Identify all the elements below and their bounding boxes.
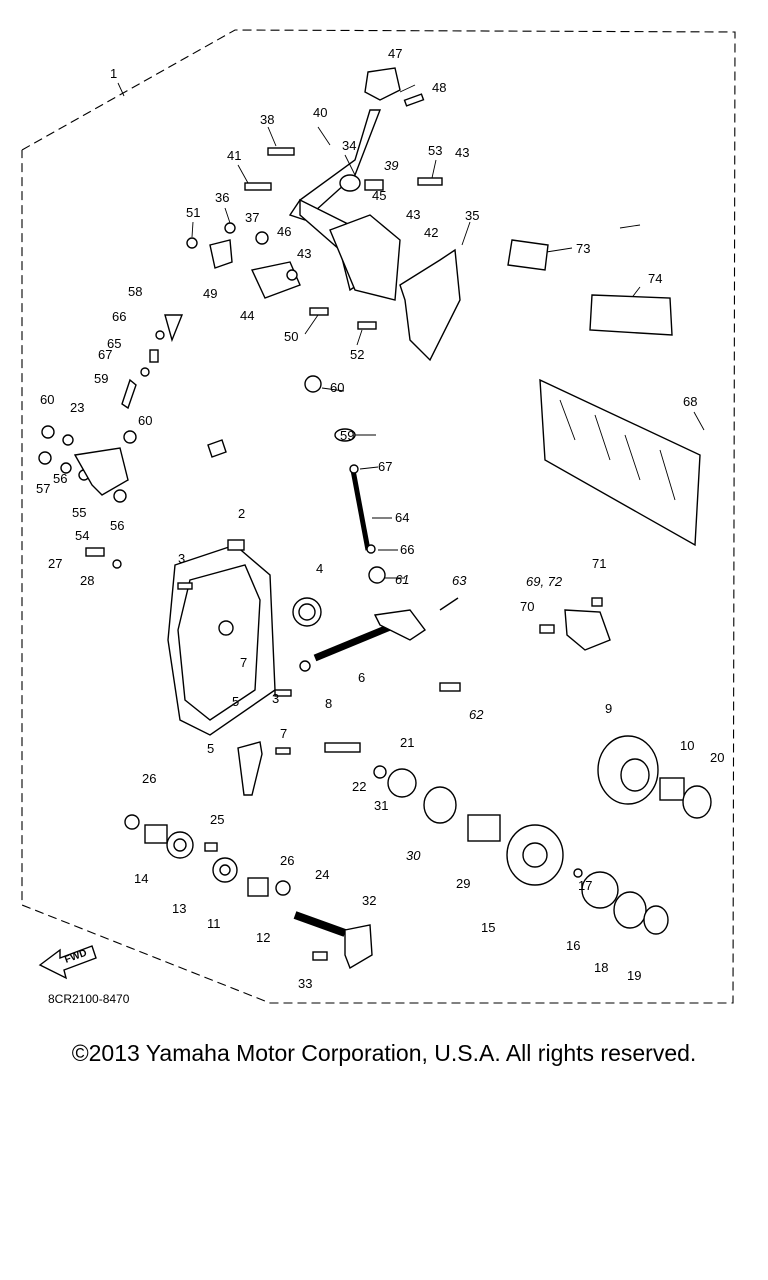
callout-28: 28 xyxy=(80,573,94,588)
callout-25: 25 xyxy=(210,812,224,827)
callout-74: 74 xyxy=(648,271,662,286)
callout-9: 9 xyxy=(605,701,612,716)
callout-3: 3 xyxy=(272,691,279,706)
callout-42: 42 xyxy=(424,225,438,240)
callout-63: 63 xyxy=(452,573,467,588)
callout-41: 41 xyxy=(227,148,241,163)
diagram-frame xyxy=(21,29,736,1004)
callout-66: 66 xyxy=(400,542,414,557)
callout-45: 45 xyxy=(372,188,386,203)
callout-68: 68 xyxy=(683,394,697,409)
drive-parts xyxy=(124,439,712,970)
callout-66: 66 xyxy=(112,309,126,324)
callout-1: 1 xyxy=(110,66,117,81)
callout-53: 53 xyxy=(428,143,442,158)
callout-26: 26 xyxy=(280,853,294,868)
callout-18: 18 xyxy=(594,960,608,975)
callout-54: 54 xyxy=(75,528,89,543)
callout-39: 39 xyxy=(384,158,398,173)
shift-lever-assembly xyxy=(186,67,461,393)
callout-10: 10 xyxy=(680,738,694,753)
parts-diagram: FWD 123345567789101112131415161718192021… xyxy=(21,29,736,1006)
callout-7: 7 xyxy=(240,655,247,670)
callout-57: 57 xyxy=(36,481,50,496)
callout-43: 43 xyxy=(455,145,469,160)
callout-5: 5 xyxy=(232,694,239,709)
callout-27: 27 xyxy=(48,556,62,571)
callout-11: 11 xyxy=(207,916,221,931)
callout-61: 61 xyxy=(395,572,409,587)
diagram-code: 8CR2100-8470 xyxy=(48,992,130,1006)
callout-71: 71 xyxy=(592,556,606,571)
callout-56: 56 xyxy=(53,471,67,486)
callout-19: 19 xyxy=(627,968,641,983)
callout-5: 5 xyxy=(207,741,214,756)
callout-46: 46 xyxy=(277,224,291,239)
callout-59: 59 xyxy=(94,371,108,386)
callout-13: 13 xyxy=(172,901,186,916)
callout-59: 59 xyxy=(340,428,354,443)
callout-3: 3 xyxy=(178,551,185,566)
callout-44: 44 xyxy=(240,308,254,323)
callout-51: 51 xyxy=(186,205,200,220)
callout-6: 6 xyxy=(358,670,365,685)
callout-60: 60 xyxy=(330,380,344,395)
callout-70: 70 xyxy=(520,599,534,614)
callout-2: 2 xyxy=(238,506,245,521)
callout-40: 40 xyxy=(313,105,327,120)
callout-62: 62 xyxy=(469,707,484,722)
decals xyxy=(507,239,701,547)
fwd-arrow-icon: FWD xyxy=(38,945,97,980)
left-side-parts xyxy=(38,314,184,569)
callout-58: 58 xyxy=(128,284,142,299)
callout-67: 67 xyxy=(98,347,112,362)
callout-69-72: 69, 72 xyxy=(526,574,563,589)
callout-52: 52 xyxy=(350,347,364,362)
callout-38: 38 xyxy=(260,112,274,127)
copyright-notice: ©2013 Yamaha Motor Corporation, U.S.A. A… xyxy=(71,1040,697,1066)
callout-29: 29 xyxy=(456,876,470,891)
callout-17: 17 xyxy=(578,878,592,893)
callout-60: 60 xyxy=(40,392,54,407)
callout-30: 30 xyxy=(406,848,421,863)
callout-35: 35 xyxy=(465,208,479,223)
callout-34: 34 xyxy=(342,138,356,153)
callout-32: 32 xyxy=(362,893,376,908)
callout-37: 37 xyxy=(245,210,259,225)
callout-36: 36 xyxy=(215,190,229,205)
callout-55: 55 xyxy=(72,505,86,520)
callout-15: 15 xyxy=(481,920,495,935)
callout-20: 20 xyxy=(710,750,724,765)
callout-65: 65 xyxy=(107,336,121,351)
callout-43: 43 xyxy=(297,246,311,261)
callout-47: 47 xyxy=(388,46,402,61)
callout-33: 33 xyxy=(298,976,312,991)
callout-56: 56 xyxy=(110,518,124,533)
callout-43: 43 xyxy=(406,207,420,222)
callout-12: 12 xyxy=(256,930,270,945)
callout-31: 31 xyxy=(374,798,388,813)
callout-73: 73 xyxy=(576,241,590,256)
gear-case-cover xyxy=(167,539,322,796)
callout-26: 26 xyxy=(142,771,156,786)
callout-8: 8 xyxy=(325,696,332,711)
callout-4: 4 xyxy=(316,561,323,576)
callout-49: 49 xyxy=(203,286,217,301)
callout-7: 7 xyxy=(280,726,287,741)
callout-50: 50 xyxy=(284,329,298,344)
shift-rod-linkage xyxy=(313,428,461,692)
callout-22: 22 xyxy=(352,779,366,794)
callout-23: 23 xyxy=(70,400,84,415)
callout-16: 16 xyxy=(566,938,580,953)
callout-48: 48 xyxy=(432,80,446,95)
callout-60: 60 xyxy=(138,413,152,428)
callout-24: 24 xyxy=(315,867,329,882)
callout-64: 64 xyxy=(395,510,409,525)
callout-67: 67 xyxy=(378,459,392,474)
callout-21: 21 xyxy=(400,735,414,750)
callout-14: 14 xyxy=(134,871,148,886)
